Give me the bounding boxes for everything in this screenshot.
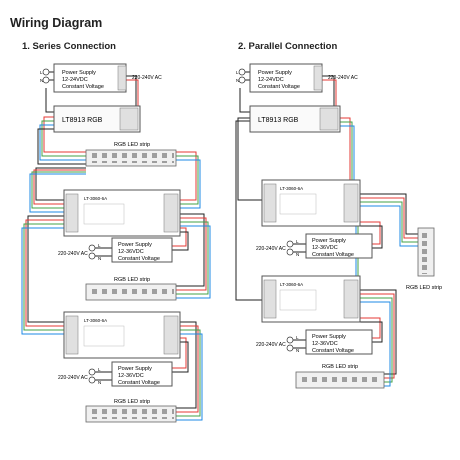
series-psu-top-line3: Constant Voltage: [62, 84, 104, 90]
parallel-strip-side: RGB LED strip: [406, 227, 442, 291]
series-psu-bottom: Power Supply 12-36VDC Constant Voltage 2…: [58, 361, 173, 387]
series-psu-bot-l: L: [98, 367, 101, 372]
series-diagram: Power Supply 12-24VDC Constant Voltage 2…: [21, 63, 211, 423]
series-psu-bot-n: N: [98, 380, 101, 385]
parallel-amp-1: LT-3060-6A: [261, 179, 361, 227]
parallel-psu-bot-n: N: [296, 348, 299, 353]
parallel-amp-2-model: LT-3060-6A: [280, 282, 303, 287]
parallel-strip-bottom: RGB LED strip: [295, 364, 385, 389]
parallel-psu-top-line2: 12-24VDC: [258, 77, 284, 83]
series-strip-2: RGB LED strip: [85, 277, 177, 301]
series-strip-2-label: RGB LED strip: [114, 277, 150, 283]
parallel-heading: 2. Parallel Connection: [238, 41, 338, 52]
series-psu-mid: Power Supply 12-36VDC Constant Voltage 2…: [58, 237, 173, 263]
series-psu-top-line1: Power Supply: [62, 70, 96, 76]
parallel-psu-mid-l: L: [296, 239, 299, 244]
series-controller-label: LT8913 RGB: [62, 117, 103, 124]
parallel-psu-bot-line3: Constant Voltage: [312, 348, 354, 354]
series-psu-top-ac: 220-240V AC: [132, 75, 162, 81]
series-psu-top-l: L: [40, 70, 43, 75]
parallel-amp-2: LT-3060-6A: [261, 275, 361, 323]
series-amp-1: LT-3060-6A: [63, 189, 181, 237]
parallel-psu-mid-line2: 12-36VDC: [312, 245, 338, 251]
parallel-amp-1-model: LT-3060-6A: [280, 186, 303, 191]
parallel-strip-side-label: RGB LED strip: [406, 285, 442, 291]
series-psu-bot-line3: Constant Voltage: [118, 380, 160, 386]
parallel-psu-top-n: N: [236, 78, 239, 83]
series-controller: LT8913 RGB: [53, 105, 141, 133]
series-amp-2: LT-3060-6A: [63, 311, 181, 359]
parallel-controller: LT8913 RGB: [249, 105, 341, 133]
series-strip-3: RGB LED strip: [85, 399, 177, 423]
series-psu-mid-ac: 220-240V AC: [58, 251, 88, 257]
parallel-psu-bot-ac: 220-240V AC: [256, 342, 286, 348]
series-psu-top-line2: 12-24VDC: [62, 77, 88, 83]
series-psu-mid-line2: 12-36VDC: [118, 249, 144, 255]
series-psu-top-n: N: [40, 78, 43, 83]
series-psu-mid-line1: Power Supply: [118, 242, 152, 248]
parallel-psu-top: Power Supply 12-24VDC Constant Voltage 2…: [236, 63, 358, 93]
parallel-psu-mid-n: N: [296, 252, 299, 257]
parallel-strip-bottom-label: RGB LED strip: [322, 364, 358, 370]
parallel-psu-top-line1: Power Supply: [258, 70, 292, 76]
series-strip-3-label: RGB LED strip: [114, 399, 150, 405]
parallel-psu-bottom: Power Supply 12-36VDC Constant Voltage 2…: [256, 329, 373, 355]
parallel-psu-top-line3: Constant Voltage: [258, 84, 300, 90]
series-psu-mid-line3: Constant Voltage: [118, 256, 160, 262]
parallel-psu-mid: Power Supply 12-36VDC Constant Voltage 2…: [256, 233, 373, 259]
series-psu-mid-n: N: [98, 256, 101, 261]
parallel-controller-label: LT8913 RGB: [258, 117, 299, 124]
series-amp-1-model: LT-3060-6A: [84, 196, 107, 201]
page-title: Wiring Diagram: [10, 16, 103, 30]
parallel-psu-top-l: L: [236, 70, 239, 75]
series-amp-2-model: LT-3060-6A: [84, 318, 107, 323]
series-psu-bot-ac: 220-240V AC: [58, 375, 88, 381]
series-psu-mid-l: L: [98, 243, 101, 248]
parallel-diagram: Power Supply 12-24VDC Constant Voltage 2…: [235, 63, 442, 389]
parallel-psu-top-ac: 220-240V AC: [328, 75, 358, 81]
series-heading: 1. Series Connection: [22, 41, 116, 52]
parallel-psu-bot-line2: 12-36VDC: [312, 341, 338, 347]
parallel-psu-bot-l: L: [296, 335, 299, 340]
series-psu-top: Power Supply 12-24VDC Constant Voltage 2…: [40, 63, 162, 93]
series-strip-1: RGB LED strip: [85, 142, 177, 167]
parallel-psu-mid-line1: Power Supply: [312, 238, 346, 244]
parallel-psu-bot-line1: Power Supply: [312, 334, 346, 340]
parallel-psu-mid-ac: 220-240V AC: [256, 246, 286, 252]
series-psu-bot-line2: 12-36VDC: [118, 373, 144, 379]
series-psu-bot-line1: Power Supply: [118, 366, 152, 372]
parallel-psu-mid-line3: Constant Voltage: [312, 252, 354, 258]
series-strip-1-label: RGB LED strip: [114, 142, 150, 148]
